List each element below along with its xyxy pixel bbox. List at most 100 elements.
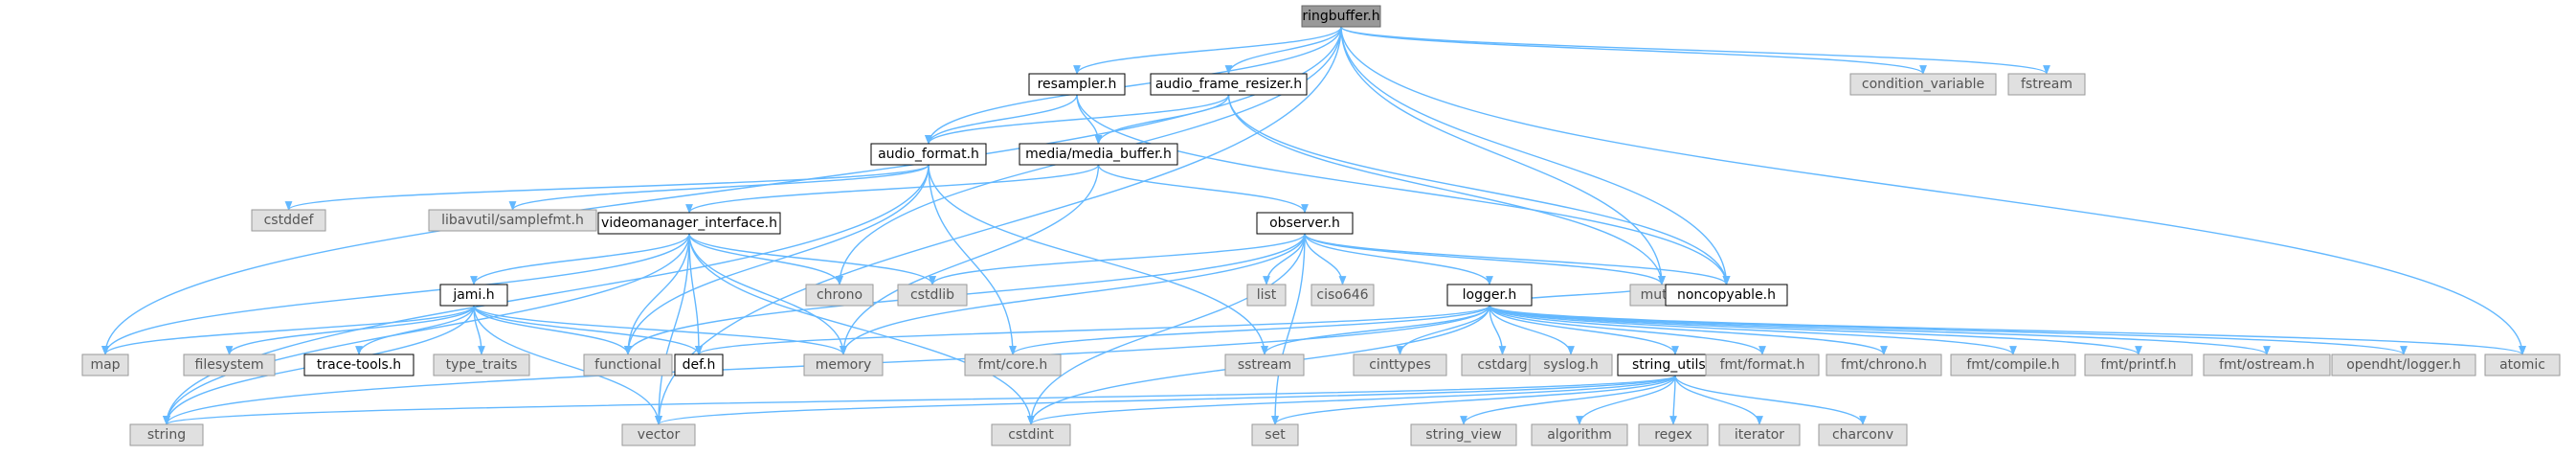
node-regex: regex — [1638, 423, 1709, 446]
node-box-atomic — [2484, 353, 2561, 376]
node-videomanager-interface[interactable]: videomanager_interface.h — [597, 212, 781, 235]
node-label-condition-variable: condition_variable — [1862, 77, 1984, 92]
node-audio-frame-resizer[interactable]: audio_frame_resizer.h — [1150, 73, 1308, 96]
node-logger[interactable]: logger.h — [1446, 284, 1533, 307]
edge-jami-to-functional — [473, 305, 632, 355]
node-box-fmt-compile — [1950, 353, 2076, 376]
node-media-buffer[interactable]: media/media_buffer.h — [1019, 143, 1178, 166]
node-type-traits: type_traits — [433, 353, 530, 376]
node-box-observer[interactable] — [1256, 212, 1354, 235]
edge-string-utils-to-vector — [655, 375, 1676, 425]
node-label-cstdarg: cstdarg — [1477, 357, 1527, 373]
node-box-fmt-printf — [2084, 353, 2193, 376]
node-observer[interactable]: observer.h — [1256, 212, 1354, 235]
node-box-samplefmt — [428, 209, 597, 232]
node-box-cstddef — [251, 209, 326, 232]
node-label-set: set — [1265, 427, 1286, 443]
edge-jami-to-memory — [473, 305, 847, 355]
node-fmt-compile: fmt/compile.h — [1950, 353, 2076, 376]
node-box-fmt-core — [964, 353, 1062, 376]
node-label-audio-format: audio_format.h — [878, 147, 979, 162]
edge-observer-to-cstdint — [1027, 233, 1306, 425]
node-label-memory: memory — [816, 357, 872, 373]
node-box-functional — [583, 353, 673, 376]
node-label-cstdint: cstdint — [1008, 427, 1054, 443]
node-box-charconv — [1818, 423, 1908, 446]
node-box-media-buffer[interactable] — [1019, 143, 1178, 166]
edge-ringbuffer-to-condition-variable — [1340, 26, 1927, 75]
node-jami[interactable]: jami.h — [439, 284, 508, 307]
node-sstream: sstream — [1224, 353, 1305, 376]
edge-ringbuffer-to-noncopyable — [1340, 26, 1731, 285]
edge-videomanager-interface-to-string — [163, 233, 690, 425]
node-string-utils[interactable]: string_utils.h — [1617, 353, 1734, 376]
node-cstdint: cstdint — [991, 423, 1071, 446]
node-box-resampler[interactable] — [1028, 73, 1126, 96]
node-label-regex: regex — [1654, 427, 1692, 443]
node-label-vector: vector — [638, 427, 681, 443]
node-box-sstream — [1224, 353, 1305, 376]
edge-audio-format-to-samplefmt — [508, 164, 930, 211]
node-box-fmt-ostream — [2203, 353, 2331, 376]
node-label-syslog: syslog.h — [1543, 357, 1599, 373]
node-label-cinttypes: cinttypes — [1369, 357, 1431, 373]
node-box-noncopyable[interactable] — [1665, 284, 1788, 307]
node-label-cstddef: cstddef — [264, 213, 315, 228]
node-list: list — [1246, 284, 1287, 307]
node-box-audio-frame-resizer[interactable] — [1150, 73, 1308, 96]
node-label-fmt-ostream: fmt/ostream.h — [2219, 357, 2315, 373]
edge-videomanager-interface-to-def — [688, 233, 703, 355]
edge-audio-format-to-functional — [624, 164, 930, 355]
node-label-def: def.h — [683, 357, 716, 373]
node-label-string: string — [147, 427, 186, 443]
node-trace-tools[interactable]: trace-tools.h — [303, 353, 414, 376]
node-label-ringbuffer: ringbuffer.h — [1302, 9, 1379, 24]
node-label-ciso646: ciso646 — [1316, 287, 1368, 303]
edge-ringbuffer-to-audio-frame-resizer — [1224, 26, 1342, 75]
node-box-trace-tools[interactable] — [303, 353, 414, 376]
node-box-filesystem — [183, 353, 276, 376]
node-box-jami[interactable] — [439, 284, 508, 307]
node-label-fmt-compile: fmt/compile.h — [1966, 357, 2059, 373]
node-box-videomanager-interface[interactable] — [597, 212, 781, 235]
node-box-iterator — [1718, 423, 1801, 446]
node-cstdlib: cstdlib — [897, 284, 968, 307]
node-box-fmt-chrono — [1826, 353, 1942, 376]
edge-videomanager-interface-to-chrono — [688, 233, 843, 285]
node-box-type-traits — [433, 353, 530, 376]
node-label-functional: functional — [594, 357, 661, 373]
node-box-fstream — [2007, 73, 2086, 96]
edge-string-utils-to-string — [163, 375, 1676, 425]
edge-videomanager-interface-to-memory — [688, 233, 847, 355]
edge-media-buffer-to-observer — [1097, 164, 1309, 214]
node-box-fmt-format — [1705, 353, 1820, 376]
node-box-def[interactable] — [674, 353, 724, 376]
node-box-audio-format[interactable] — [870, 143, 987, 166]
node-label-string-utils: string_utils.h — [1632, 357, 1718, 373]
node-fmt-printf: fmt/printf.h — [2084, 353, 2193, 376]
node-label-atomic: atomic — [2499, 357, 2545, 373]
edge-logger-to-cinttypes — [1396, 305, 1490, 355]
node-string: string — [129, 423, 204, 446]
node-resampler[interactable]: resampler.h — [1028, 73, 1126, 96]
node-noncopyable[interactable]: noncopyable.h — [1665, 284, 1788, 307]
edge-string-utils-to-regex — [1669, 375, 1677, 425]
edge-jami-to-map — [101, 305, 475, 355]
node-fmt-core: fmt/core.h — [964, 353, 1062, 376]
node-box-logger[interactable] — [1446, 284, 1533, 307]
node-fmt-ostream: fmt/ostream.h — [2203, 353, 2331, 376]
node-box-ciso646 — [1310, 284, 1375, 307]
node-label-list: list — [1257, 287, 1277, 303]
edge-audio-frame-resizer-to-mutex — [1227, 94, 1666, 285]
edge-logger-to-fmt-core — [1009, 305, 1490, 355]
node-box-set — [1251, 423, 1299, 446]
edge-string-utils-to-algorithm — [1576, 375, 1676, 425]
edge-ringbuffer-to-fstream — [1340, 26, 2050, 75]
node-def[interactable]: def.h — [674, 353, 724, 376]
node-label-opendht-logger: opendht/logger.h — [2346, 357, 2461, 373]
node-iterator: iterator — [1718, 423, 1801, 446]
edge-jami-to-filesystem — [225, 305, 475, 355]
node-box-memory — [803, 353, 884, 376]
node-audio-format[interactable]: audio_format.h — [870, 143, 987, 166]
edge-videomanager-interface-to-vector — [655, 233, 690, 425]
